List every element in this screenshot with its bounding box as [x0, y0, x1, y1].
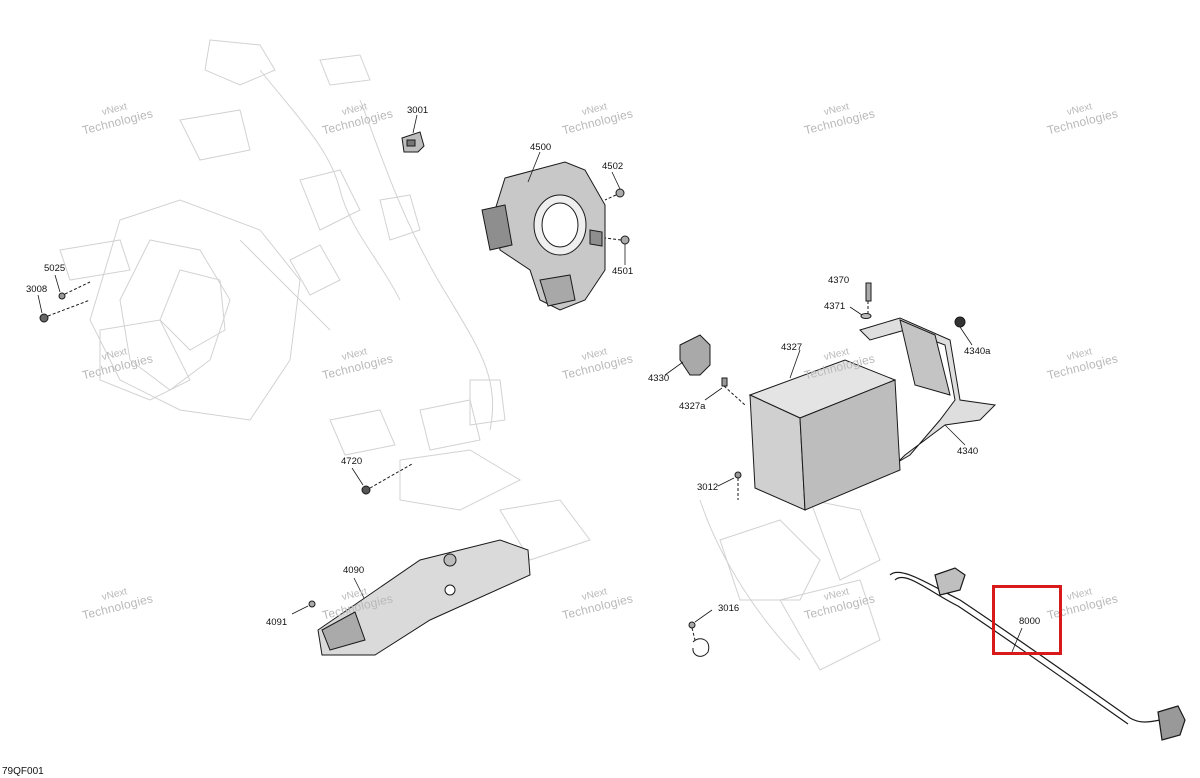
part-4370-4371-screw-washer	[849, 282, 872, 319]
part-4502-bolt	[604, 171, 625, 201]
callout-4090[interactable]: 4090	[343, 565, 365, 576]
callout-4501[interactable]: 4501	[612, 266, 634, 277]
callout-4502[interactable]: 4502	[602, 161, 624, 172]
callout-4340[interactable]: 4340	[957, 446, 979, 457]
callout-3012[interactable]: 3012	[697, 482, 719, 493]
part-4330-cover	[664, 334, 711, 376]
callout-3016[interactable]: 3016	[718, 603, 740, 614]
callout-5025[interactable]: 5025	[44, 263, 66, 274]
part-4327a-screw	[704, 377, 746, 406]
part-4500-bracket	[481, 151, 606, 311]
part-3016-clamp	[688, 609, 713, 657]
callout-4500[interactable]: 4500	[530, 142, 552, 153]
callout-4371[interactable]: 4371	[824, 301, 846, 312]
part-4340a-nut	[954, 316, 973, 346]
callout-3001[interactable]: 3001	[407, 105, 429, 116]
callout-8000[interactable]: 8000	[1019, 616, 1041, 627]
callout-4327a[interactable]: 4327a	[679, 401, 706, 412]
part-4720-bolt	[351, 463, 413, 495]
part-4090-plate	[317, 539, 531, 656]
callout-4720[interactable]: 4720	[341, 456, 363, 467]
callout-4330[interactable]: 4330	[648, 373, 670, 384]
callout-4370[interactable]: 4370	[828, 275, 850, 286]
part-4501-bolt	[604, 235, 630, 265]
part-4091-clip	[291, 600, 316, 615]
callout-8000-highlight	[992, 585, 1062, 655]
part-3012-screw	[717, 471, 742, 500]
figure-code: 79QF001	[2, 766, 44, 777]
part-8000-harness	[889, 567, 1186, 741]
callout-4091[interactable]: 4091	[266, 617, 288, 628]
part-3001-connector	[401, 114, 425, 153]
callout-3008[interactable]: 3008	[26, 284, 48, 295]
background-frame	[59, 39, 881, 671]
callout-4327[interactable]: 4327	[781, 342, 803, 353]
part-4340-tray	[859, 317, 997, 463]
part-4327-battery	[748, 349, 901, 511]
part-5025-3008-fasteners	[37, 274, 91, 323]
callout-4340a[interactable]: 4340a	[964, 346, 991, 357]
